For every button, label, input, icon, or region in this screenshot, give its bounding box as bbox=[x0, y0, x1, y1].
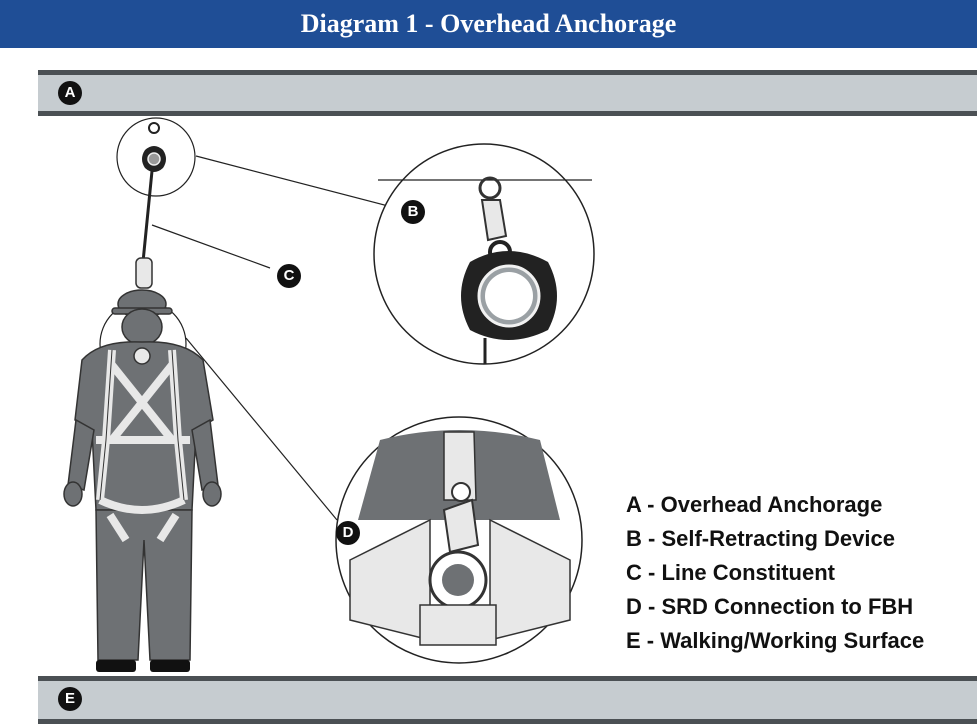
leader-lines bbox=[151, 155, 393, 521]
diagram-title: Diagram 1 - Overhead Anchorage bbox=[0, 0, 977, 48]
overhead-anchorage-band: A bbox=[38, 70, 977, 116]
marker-b: B bbox=[401, 200, 425, 224]
srd-detail-circle bbox=[373, 143, 595, 365]
connection-detail-circle bbox=[335, 416, 583, 664]
marker-d: D bbox=[336, 521, 360, 545]
marker-e: E bbox=[58, 687, 82, 711]
legend-item-b: B - Self-Retracting Device bbox=[626, 526, 895, 551]
energy-absorber bbox=[135, 257, 153, 289]
marker-c: C bbox=[277, 264, 301, 288]
legend-item-d: D - SRD Connection to FBH bbox=[626, 594, 914, 619]
legend: A - Overhead Anchorage B - Self-Retracti… bbox=[626, 488, 966, 658]
legend-item-a: A - Overhead Anchorage bbox=[626, 492, 883, 517]
srd-callout-circle bbox=[116, 117, 196, 197]
srd-small-icon bbox=[142, 122, 166, 172]
worker-figure bbox=[63, 289, 222, 672]
marker-a: A bbox=[58, 81, 82, 105]
line-constituent bbox=[141, 170, 154, 263]
walking-working-surface-band: E bbox=[38, 676, 977, 724]
legend-item-c: C - Line Constituent bbox=[626, 560, 835, 585]
legend-item-e: E - Walking/Working Surface bbox=[626, 628, 925, 653]
